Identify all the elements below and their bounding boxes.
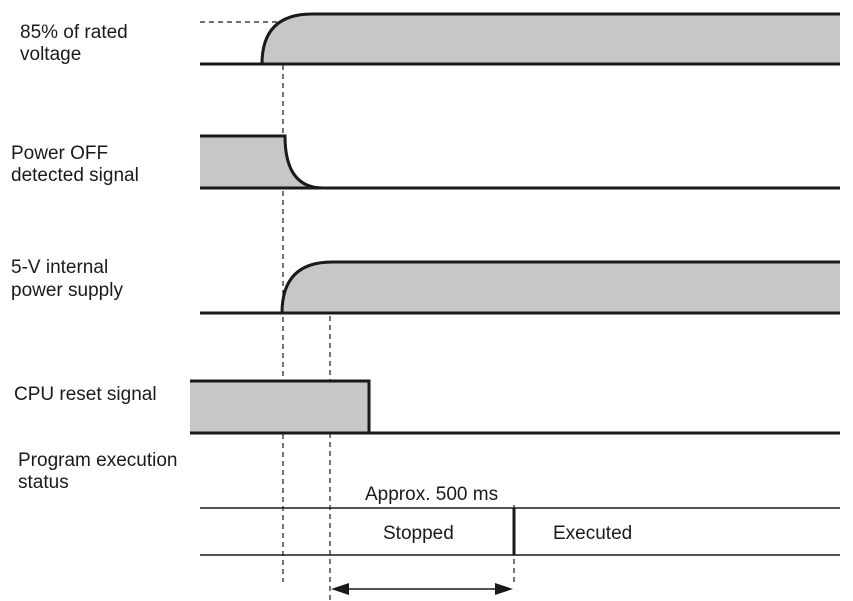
cpu-reset-fill bbox=[190, 381, 369, 433]
signal-power-off-detected: Power OFF detected signal bbox=[11, 134, 840, 190]
internal-supply-label-line-1: 5-V internal bbox=[11, 257, 108, 278]
rated-voltage-fill bbox=[262, 14, 840, 64]
rated-voltage-waveform bbox=[200, 12, 840, 66]
power-off-label-line-2: detected signal bbox=[11, 165, 139, 186]
rated-voltage-label: 85% of rated voltage bbox=[20, 22, 133, 65]
interval-annotation: Approx. 500 ms bbox=[331, 484, 513, 595]
status-executed-label: Executed bbox=[553, 523, 632, 544]
signal-rated-voltage: 85% of rated voltage bbox=[20, 12, 840, 66]
power-off-fill bbox=[200, 136, 323, 188]
interval-arrowhead-right bbox=[495, 583, 513, 595]
program-status-label: Program execution status bbox=[18, 450, 183, 493]
cpu-reset-label: CPU reset signal bbox=[14, 384, 157, 405]
power-off-label-line-1: Power OFF bbox=[11, 143, 108, 164]
rated-voltage-label-line-1: 85% of rated bbox=[20, 22, 128, 43]
interval-label: Approx. 500 ms bbox=[365, 484, 498, 505]
cpu-reset-waveform bbox=[190, 379, 371, 433]
power-off-label: Power OFF detected signal bbox=[11, 143, 139, 186]
program-status-label-line-2: status bbox=[18, 472, 69, 493]
internal-supply-waveform bbox=[200, 260, 840, 315]
status-stopped-label: Stopped bbox=[383, 523, 454, 544]
cpu-reset-label-line-1: CPU reset signal bbox=[14, 384, 157, 405]
signal-internal-power-supply: 5-V internal power supply bbox=[11, 257, 840, 315]
program-status-label-line-1: Program execution bbox=[18, 450, 177, 471]
signal-cpu-reset: CPU reset signal bbox=[14, 379, 840, 435]
interval-arrowhead-left bbox=[331, 583, 349, 595]
internal-supply-label: 5-V internal power supply bbox=[11, 257, 123, 301]
internal-supply-label-line-2: power supply bbox=[11, 280, 123, 301]
rated-voltage-label-line-2: voltage bbox=[20, 44, 81, 65]
internal-supply-fill bbox=[282, 262, 840, 313]
signal-program-execution-status: Program execution status Stopped Execute… bbox=[18, 450, 840, 556]
